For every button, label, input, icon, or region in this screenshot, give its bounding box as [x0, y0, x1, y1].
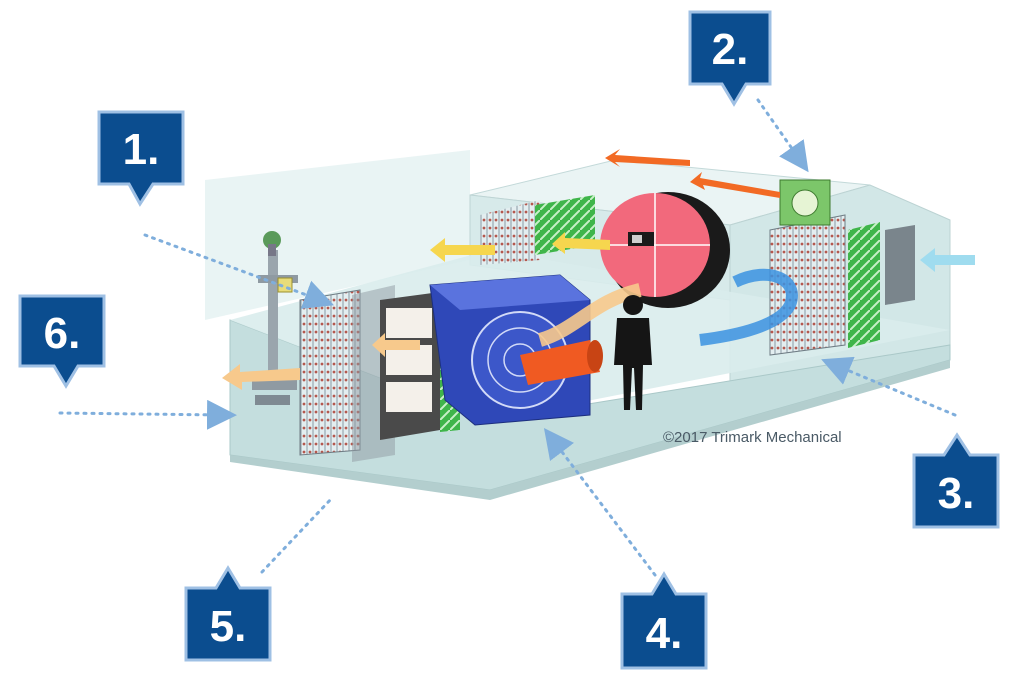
leader-line-1 — [143, 233, 335, 309]
callout-4-label: 4. — [646, 609, 683, 658]
callout-3[interactable]: 3. — [912, 432, 1000, 529]
callout-1[interactable]: 1. — [97, 110, 185, 207]
person-silhouette — [614, 295, 652, 410]
leader-line-2 — [756, 98, 809, 173]
callout-2[interactable]: 2. — [688, 10, 772, 107]
airflow-arrows — [222, 149, 975, 390]
callout-1-label: 1. — [123, 125, 160, 174]
callout-4[interactable]: 4. — [620, 571, 708, 670]
callout-2-label: 2. — [712, 25, 749, 74]
leader-line-5 — [260, 496, 334, 574]
callout-5[interactable]: 5. — [184, 565, 272, 662]
callout-3-label: 3. — [938, 469, 975, 518]
callout-6-label: 6. — [44, 309, 81, 358]
leader-lines — [58, 98, 957, 577]
callout-5-label: 5. — [210, 602, 247, 651]
copyright-text: ©2017 Trimark Mechanical — [663, 429, 842, 446]
leader-line-3 — [821, 356, 957, 417]
leader-line-6 — [58, 399, 237, 430]
callout-6[interactable]: 6. — [18, 294, 106, 389]
cooling-coil — [769, 179, 915, 356]
supply-fan — [429, 274, 603, 426]
energy-recovery-wheel — [600, 192, 730, 308]
